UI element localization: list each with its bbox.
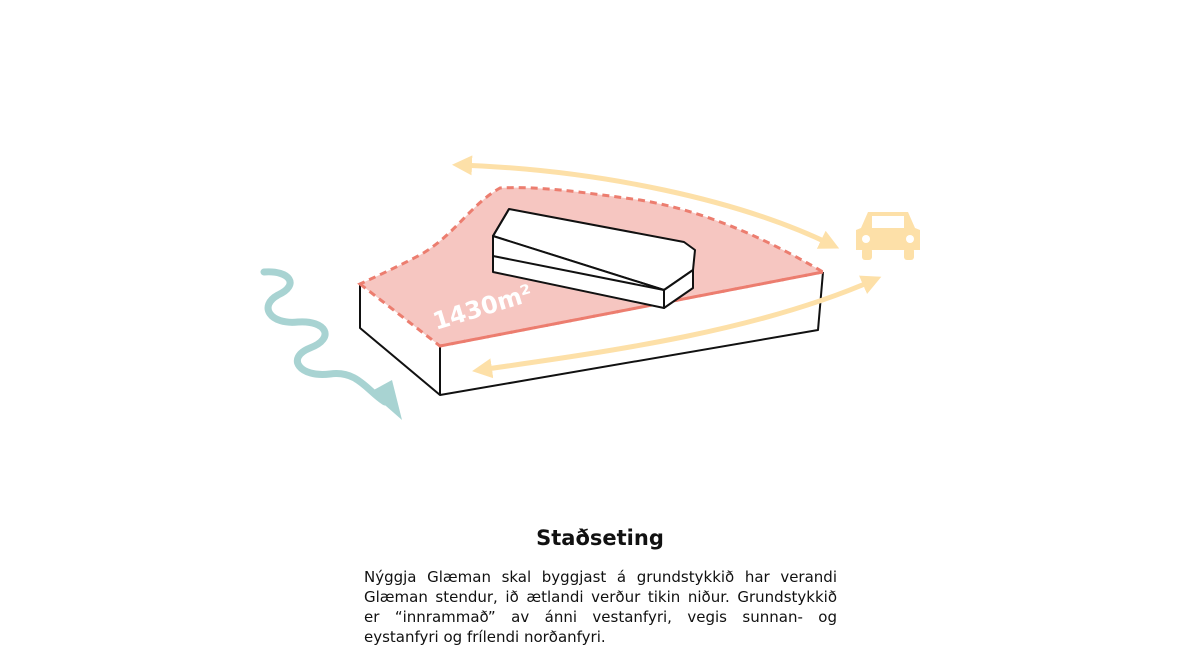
- access-arrow-south: [472, 275, 882, 379]
- access-arrow-north: [452, 155, 840, 249]
- caption-title: Staðseting: [536, 526, 664, 550]
- caption-text: Nýggja Glæman skal byggjast á grundstykk…: [364, 568, 837, 646]
- river-arrow: [260, 268, 402, 420]
- site-diagram: 1430m²: [260, 155, 920, 420]
- car-icon: [856, 212, 920, 260]
